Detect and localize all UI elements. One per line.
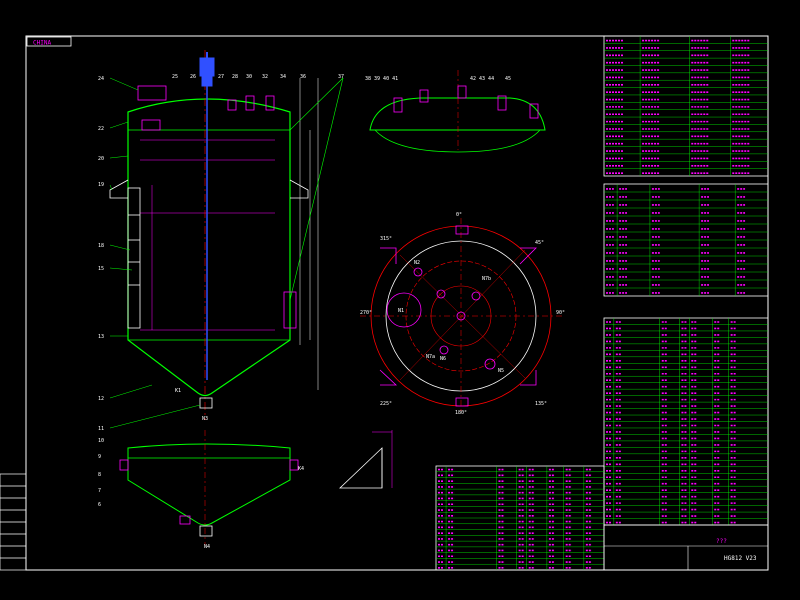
- bottom-section-view: N4 K4 10 9 8 7 6: [98, 430, 304, 550]
- angle-180: 180°: [455, 410, 467, 416]
- svg-text:28: 28: [232, 74, 238, 80]
- svg-text:6: 6: [98, 502, 101, 508]
- label-K4: K4: [298, 466, 304, 472]
- svg-text:8: 8: [98, 472, 101, 478]
- manhole-N1: [386, 292, 422, 328]
- svg-text:25: 25: [172, 74, 178, 80]
- svg-text:22: 22: [98, 126, 104, 132]
- top-nozzles: [137, 85, 275, 131]
- label-N5: N5: [498, 368, 504, 374]
- angle-270: 270°: [360, 310, 372, 316]
- nozzle-schedule-table: [603, 183, 769, 297]
- agitator-motor-icon: [199, 52, 215, 87]
- bill-of-materials-table: [435, 465, 605, 571]
- angle-135: 135°: [535, 401, 547, 407]
- drawing-border: [25, 35, 769, 571]
- label-N2: N2: [414, 260, 420, 266]
- drawing-number: HG812 V23: [724, 555, 757, 562]
- svg-text:30: 30: [246, 74, 252, 80]
- svg-text:15: 15: [98, 266, 104, 272]
- svg-text:32: 32: [262, 74, 268, 80]
- svg-text:42 43 44: 42 43 44: [470, 76, 494, 82]
- technical-data-table: [603, 35, 769, 177]
- side-manhole: [283, 291, 297, 329]
- angle-0: 0°: [456, 212, 462, 218]
- angle-45: 45°: [535, 240, 544, 246]
- top-head-detail: 38 39 40 41 42 43 44 45: [365, 70, 546, 153]
- svg-text:11: 11: [98, 426, 104, 432]
- label-N6: N6: [440, 356, 446, 362]
- elevation-view: 24 22 20 19 18 15 13 12 11 25 26 27 28 30 32 34 36 3…: [98, 50, 344, 432]
- svg-text:7: 7: [98, 488, 101, 494]
- vessel-shell-outline: [127, 98, 291, 397]
- sheet-tag: CHINA: [33, 40, 51, 47]
- angle-225: 225°: [380, 401, 392, 407]
- svg-text:45: 45: [505, 76, 511, 82]
- support-lugs: [109, 179, 309, 199]
- svg-text:37: 37: [338, 74, 344, 80]
- label-N4: N4: [204, 544, 210, 550]
- left-revision-block: [0, 473, 27, 571]
- svg-text:34: 34: [280, 74, 286, 80]
- svg-text:12: 12: [98, 396, 104, 402]
- label-N1: N1: [398, 308, 404, 314]
- label-N7a: N7a: [426, 354, 435, 360]
- table-frame: [603, 35, 769, 177]
- side-ladder: [127, 187, 141, 329]
- svg-text:38 39 40 41: 38 39 40 41: [365, 76, 398, 82]
- svg-text:36: 36: [300, 74, 306, 80]
- svg-text:27: 27: [218, 74, 224, 80]
- label-K1: K1: [175, 388, 181, 394]
- svg-text:24: 24: [98, 76, 104, 82]
- svg-text:26: 26: [190, 74, 196, 80]
- lug-detail: [339, 430, 393, 489]
- svg-text:13: 13: [98, 334, 104, 340]
- label-N3: N3: [202, 416, 208, 422]
- parts-list-table: [603, 317, 769, 526]
- label-N7b: N7b: [482, 276, 491, 282]
- svg-text:19: 19: [98, 182, 104, 188]
- svg-text:18: 18: [98, 243, 104, 249]
- svg-text:10: 10: [98, 438, 104, 444]
- svg-text:9: 9: [98, 454, 101, 460]
- title-placeholder: ???: [716, 538, 727, 545]
- title-block: ??? HG812 V23: [603, 524, 769, 571]
- nozzle-plan-view: N1 N2 N5 N6 N7a N7b 0° 90° 180° 270° 45°…: [360, 212, 565, 416]
- angle-90: 90°: [556, 310, 565, 316]
- angle-315: 315°: [380, 236, 392, 242]
- svg-text:20: 20: [98, 156, 104, 162]
- sheet-tag-box: [26, 36, 72, 47]
- height-dimensions: [299, 78, 319, 390]
